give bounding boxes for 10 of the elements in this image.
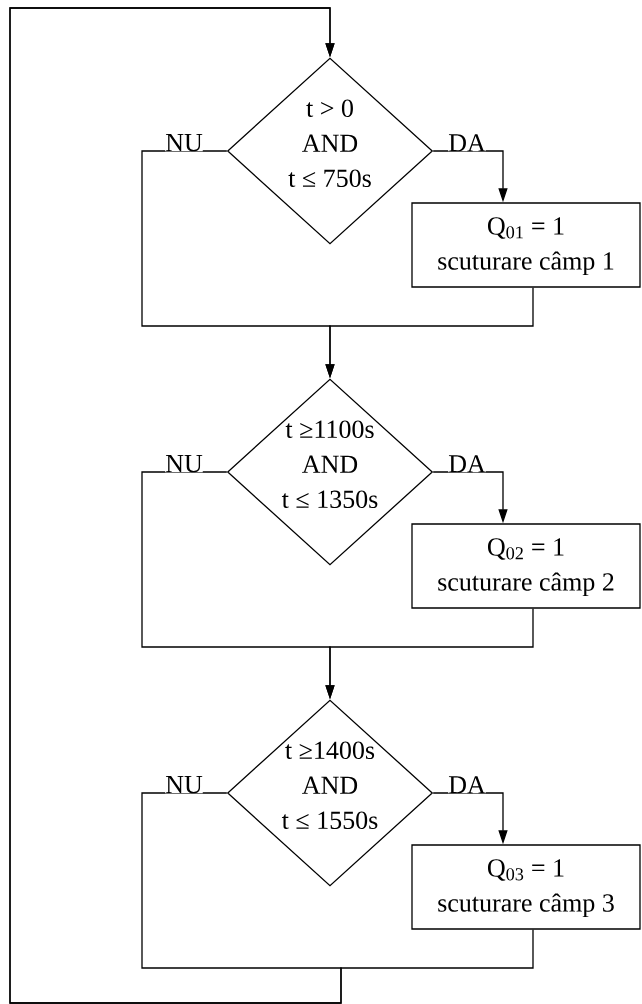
edge-label: NU xyxy=(165,134,203,152)
edge-label: NU xyxy=(165,455,203,473)
edge-label: DA xyxy=(448,455,486,473)
edge-label: NU xyxy=(165,776,203,794)
edge-label: DA xyxy=(448,776,486,794)
arrow xyxy=(9,7,534,1004)
process-box: Q$_{01}$ = 1 scuturare câmp 1 xyxy=(411,202,641,288)
process-box: Q$_{02}$ = 1 scuturare câmp 2 xyxy=(411,523,641,609)
edge-label: DA xyxy=(448,134,486,152)
process-box: Q$_{03}$ = 1 scuturare câmp 3 xyxy=(411,844,641,930)
